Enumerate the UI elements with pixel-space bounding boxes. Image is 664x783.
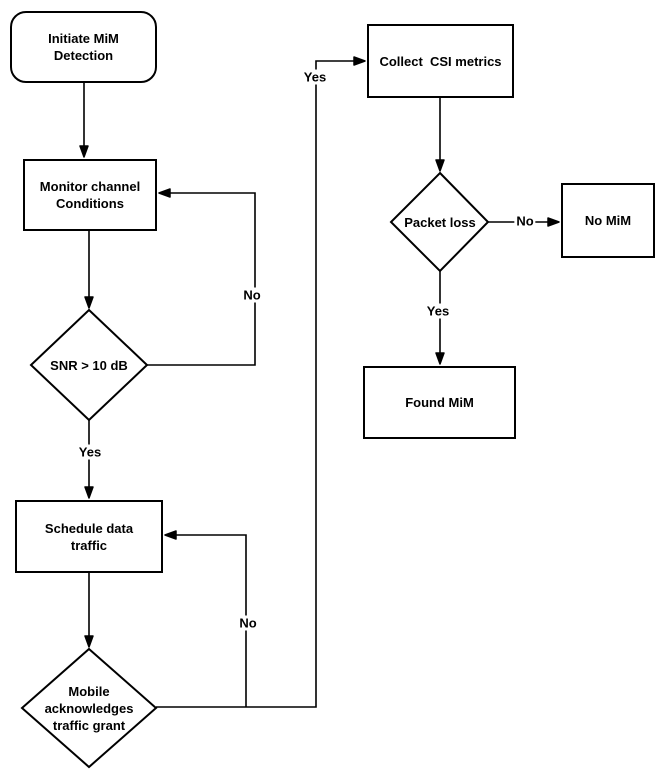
- monitor-channel-node: Monitor channel Conditions: [23, 159, 157, 231]
- schedule-traffic-node: Schedule data traffic: [15, 500, 163, 573]
- edge-mobile-yes: [156, 56, 366, 708]
- snr-decision-diamond: [29, 308, 149, 422]
- no-mim-node: No MiM: [561, 183, 655, 258]
- edge-snr-no-loop: [147, 188, 256, 366]
- start-node: Initiate MiM Detection: [10, 11, 157, 83]
- collect-csi-node: Collect CSI metrics: [367, 24, 514, 98]
- mobile-yes-label: Yes: [301, 69, 329, 85]
- packet-no-label: No: [514, 213, 536, 229]
- snr-no-label: No: [241, 287, 263, 303]
- snr-yes-label: Yes: [76, 444, 104, 460]
- found-mim-node: Found MiM: [363, 366, 516, 439]
- packet-yes-label: Yes: [424, 303, 452, 319]
- edge-mobile-no-loop: [164, 530, 247, 707]
- mobile-no-label: No: [237, 615, 259, 631]
- packet-decision-diamond: [389, 171, 490, 273]
- mobile-decision-diamond: [20, 647, 158, 769]
